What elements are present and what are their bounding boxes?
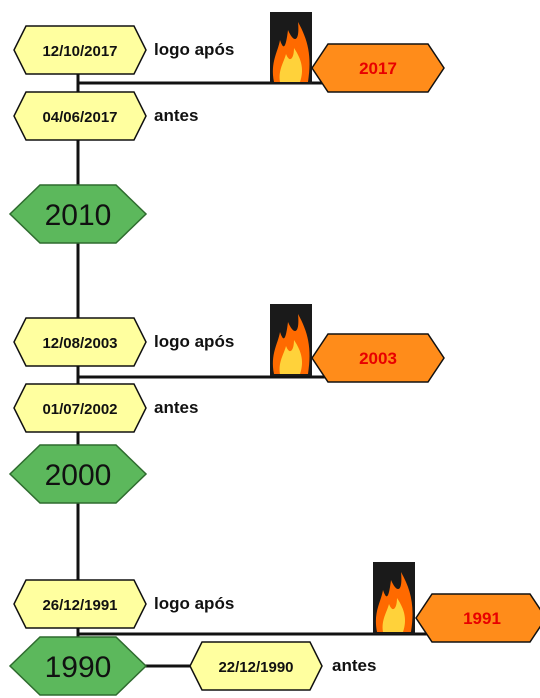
date-node-before-2003: 01/07/2002: [13, 383, 147, 433]
before-label-2003: antes: [154, 398, 199, 417]
date-node-after-1991: 26/12/1991: [13, 579, 147, 629]
flame-icon: [270, 12, 312, 84]
fire-year-label: 1991: [463, 609, 501, 628]
decade-label: 2000: [45, 459, 112, 492]
decade-label: 1990: [45, 651, 112, 684]
date-node-before-1991: 22/12/1990: [189, 641, 323, 691]
decade-node-2000: 2000: [8, 444, 148, 504]
date-label: 01/07/2002: [42, 401, 117, 418]
fire-year-node-1991: 1991: [415, 593, 540, 643]
date-label: 22/12/1990: [218, 659, 293, 676]
before-label-1991: antes: [332, 656, 377, 675]
date-label: 12/10/2017: [42, 43, 117, 60]
fire-year-node-2017: 2017: [311, 43, 445, 93]
decade-label: 2010: [45, 199, 112, 232]
date-label: 04/06/2017: [42, 109, 117, 126]
decade-node-1990: 1990: [8, 636, 148, 696]
before-label-2017: antes: [154, 106, 199, 125]
flame-icon: [270, 304, 312, 376]
after-label-2003: logo após: [154, 332, 235, 351]
date-label: 26/12/1991: [42, 597, 117, 614]
fire-year-node-2003: 2003: [311, 333, 445, 383]
flame-icon: [373, 562, 415, 634]
after-label-2017: logo após: [154, 40, 235, 59]
decade-node-2010: 2010: [8, 184, 148, 244]
date-node-after-2017: 12/10/2017: [13, 25, 147, 75]
fire-year-label: 2003: [359, 349, 397, 368]
fire-year-label: 2017: [359, 59, 397, 78]
date-node-after-2003: 12/08/2003: [13, 317, 147, 367]
date-node-before-2017: 04/06/2017: [13, 91, 147, 141]
after-label-1991: logo após: [154, 594, 235, 613]
date-label: 12/08/2003: [42, 335, 117, 352]
